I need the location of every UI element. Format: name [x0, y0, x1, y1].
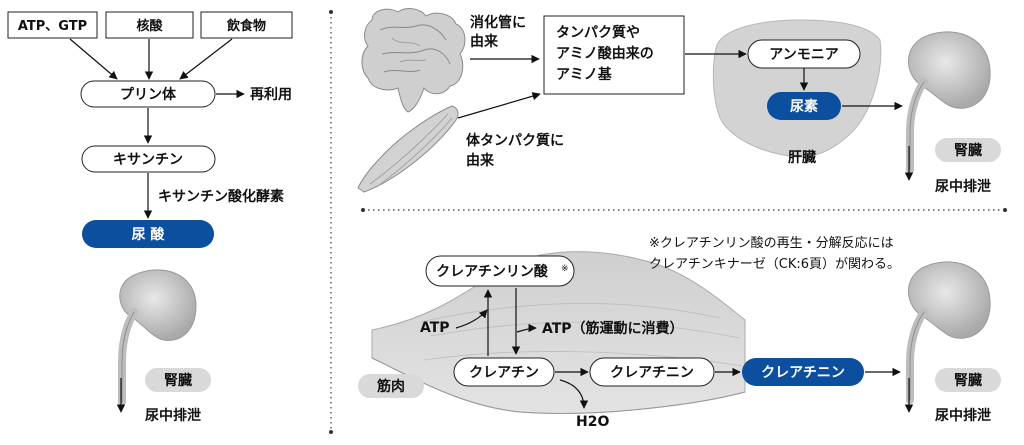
- purine-body-node: [80, 80, 216, 108]
- source-label-atp-gtp: ATP、GTP: [18, 19, 87, 34]
- muscle-label-pill: [358, 374, 424, 398]
- from-body-line1: 体タンパク質に: [466, 132, 564, 149]
- source-label-food: 飲食物: [226, 18, 266, 34]
- kidney-label-pill: [145, 368, 211, 392]
- kidney-label: 腎臓: [164, 372, 192, 389]
- creatine-label: クレアチン: [469, 365, 539, 381]
- amino-group-box: [543, 15, 685, 95]
- kidney-label-pill: [935, 138, 1001, 162]
- creatinine-mid-node: [589, 357, 715, 387]
- atp-out-label: ATP（筋運動に消費）: [542, 320, 684, 337]
- from-gut-line1: 消化管に: [470, 14, 526, 31]
- urea-node: [767, 92, 841, 120]
- urea-pathway: 消化管に 由来 体タンパク質に 由来 タンパク質や アミノ酸由来の アミノ基 ア…: [357, 8, 1001, 195]
- source-label-nucleic-acid: 核酸: [136, 18, 163, 34]
- creatinine-mid-label: クレアチニン: [610, 365, 694, 381]
- creatinine-out-label: クレアチニン: [761, 365, 845, 381]
- xanthine-node: [81, 145, 216, 173]
- creatinine-out-node: [742, 358, 864, 386]
- kidney-icon: [904, 261, 991, 413]
- amino-line3: アミノ基: [556, 66, 613, 83]
- kidney-icon: [116, 269, 197, 413]
- kidney-label: 腎臓: [954, 372, 982, 389]
- water-label: H2O: [576, 414, 609, 430]
- muscle-label: 筋肉: [377, 378, 405, 395]
- note-line1: ※クレアチンリン酸の再生・分解反応には: [649, 236, 894, 251]
- excretion-label: 尿中排泄: [145, 407, 201, 424]
- kidney-icon: [904, 31, 991, 181]
- amino-line2: アミノ酸由来の: [556, 45, 654, 62]
- source-box-food: [200, 11, 293, 39]
- reuse-label: 再利用: [250, 86, 292, 103]
- excretion-label: 尿中排泄: [935, 178, 991, 195]
- source-box-nucleic-acid: [105, 11, 194, 39]
- muscle-fiber-icon: [357, 105, 459, 193]
- note-mark: ※: [561, 264, 569, 274]
- purine-body-label: プリン体: [120, 86, 177, 103]
- kidney-label: 腎臓: [954, 142, 982, 159]
- phosphocreatine-label: クレアチンリン酸: [436, 263, 549, 280]
- from-gut-line2: 由来: [470, 33, 499, 50]
- purine-pathway: ATP、GTP 核酸 飲食物 プリン体 再利用 キサンチン キサンチン酸化酵素 …: [7, 11, 293, 424]
- creatinine-pathway: ※クレアチンリン酸の再生・分解反応には クレアチンキナーゼ（CK:6頁）が関わる…: [358, 236, 1001, 430]
- note-line2: クレアチンキナーゼ（CK:6頁）が関わる。: [649, 257, 900, 272]
- atp-in-label: ATP: [420, 320, 450, 336]
- excretion-label: 尿中排泄: [935, 407, 991, 424]
- source-box-atp-gtp: [7, 11, 98, 39]
- intestine-icon: [361, 8, 466, 113]
- liver-label: 肝臓: [788, 149, 816, 166]
- uric-acid-node: [82, 220, 214, 248]
- kidney-label-pill: [935, 368, 1001, 392]
- xanthine-label: キサンチン: [113, 152, 183, 168]
- creatine-node: [453, 357, 555, 387]
- phosphocreatine-node: [425, 255, 575, 287]
- uric-acid-label: 尿 酸: [132, 226, 166, 243]
- urea-label: 尿素: [790, 98, 818, 115]
- amino-line1: タンパク質や: [556, 24, 640, 41]
- enzyme-label: キサンチン酸化酵素: [158, 188, 284, 205]
- ammonia-label: アンモニア: [769, 47, 838, 63]
- from-body-line2: 由来: [466, 152, 495, 169]
